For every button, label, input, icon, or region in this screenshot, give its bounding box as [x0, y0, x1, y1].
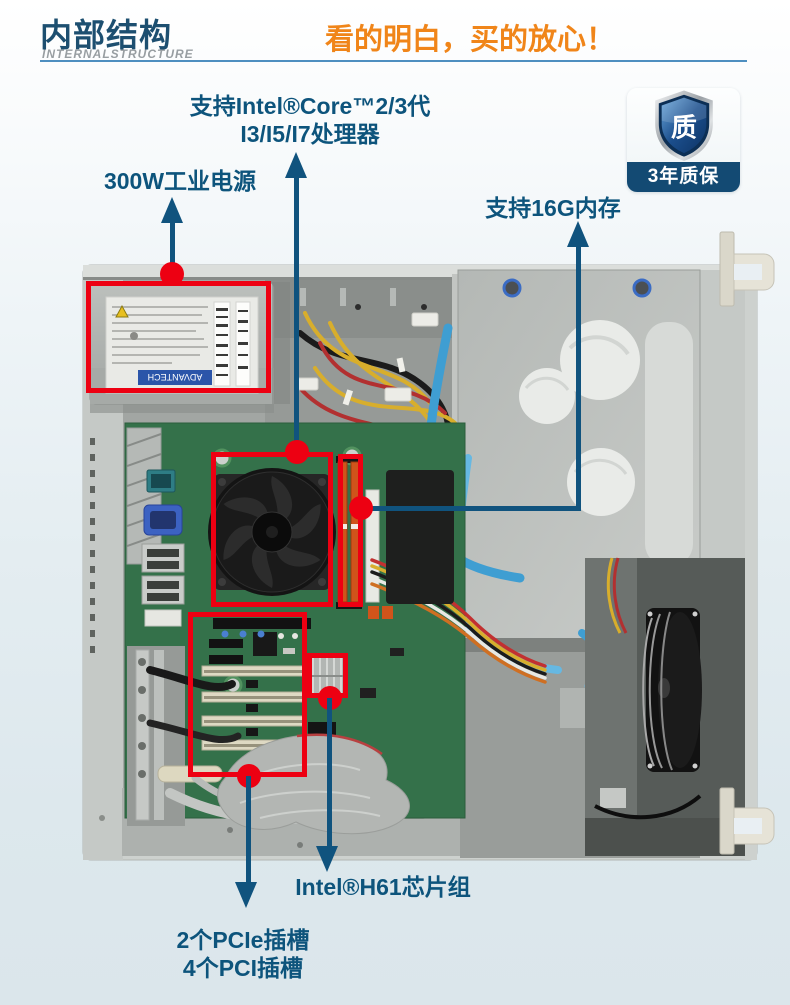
highlight-box-psu [86, 281, 271, 393]
slogan-text: 看的明白，买的放心！ [324, 24, 615, 56]
callout-psu-label: 300W工业电源 [103, 168, 257, 194]
power-cable-bundle [295, 311, 457, 450]
thumbscrew [632, 278, 652, 298]
page-subtitle: INTERNALSTRUCTURE [42, 47, 194, 61]
psu-callout-dot [160, 262, 184, 286]
case-handle-bottom [719, 787, 775, 855]
rear-io-ports [126, 427, 185, 627]
ribbon-cable [217, 733, 410, 835]
pci-slots [201, 618, 311, 751]
cpu-arrow-icon [285, 152, 307, 178]
psu-brand-text: ADVANTECH [148, 372, 203, 382]
drive-shroud [386, 470, 454, 604]
callout-cpu-label: 支持Intel®Core™2/3代 I3/I5/I7处理器 [150, 92, 470, 148]
chipset-arrow-icon [316, 846, 338, 872]
memory-callout-line-horizontal [361, 506, 579, 511]
chipset-callout-line [327, 698, 332, 846]
pci-callout-line [246, 776, 251, 882]
warranty-badge: 质 3年质保 [627, 88, 740, 192]
highlight-box-cpu [211, 452, 333, 607]
page-title: 内部结构 [40, 17, 173, 53]
shield-character: 质 [671, 114, 697, 143]
pcie-x16-slot [213, 618, 311, 629]
callout-pci-label: 2个PCIe插槽 4个PCI插槽 [143, 926, 343, 982]
highlight-box-pci [188, 612, 307, 777]
psu-callout-line [170, 221, 175, 274]
cpu-callout-dot [285, 440, 309, 464]
case-handle-top [719, 231, 775, 307]
cpu-cooler [208, 468, 336, 596]
callout-pci-label-line1: 2个PCIe插槽 [176, 927, 310, 953]
pcie-x1-slot [209, 639, 243, 648]
callout-memory-label: 支持16G内存 [485, 195, 621, 221]
expansion-brackets [127, 646, 325, 826]
callout-chipset-label: Intel®H61芯片组 [295, 874, 471, 900]
quality-shield-icon: 质 [654, 90, 713, 161]
fan-compartment [585, 557, 745, 856]
warranty-label: 3年质保 [627, 162, 740, 192]
callout-cpu-label-line2: I3/I5/I7处理器 [240, 121, 380, 147]
thumbscrew [502, 278, 522, 298]
pcie-x1-slot [209, 655, 243, 664]
case-fan [642, 608, 702, 772]
callout-pci-label-line2: 4个PCI插槽 [182, 955, 304, 981]
memory-callout-dot [349, 496, 373, 520]
header-divider [40, 60, 747, 62]
memory-callout-line-vertical [576, 245, 581, 511]
callout-cpu-label-line1: 支持Intel®Core™2/3代 [189, 93, 431, 119]
psu-arrow-icon [161, 197, 183, 223]
power-supply-unit: ADVANTECH [89, 281, 290, 413]
case-internals-photo: ADVANTECH [82, 231, 775, 861]
memory-arrow-icon [567, 221, 589, 247]
cpu-callout-line [294, 176, 299, 453]
highlight-box-memory [338, 454, 363, 607]
pci-arrow-icon [235, 882, 257, 908]
